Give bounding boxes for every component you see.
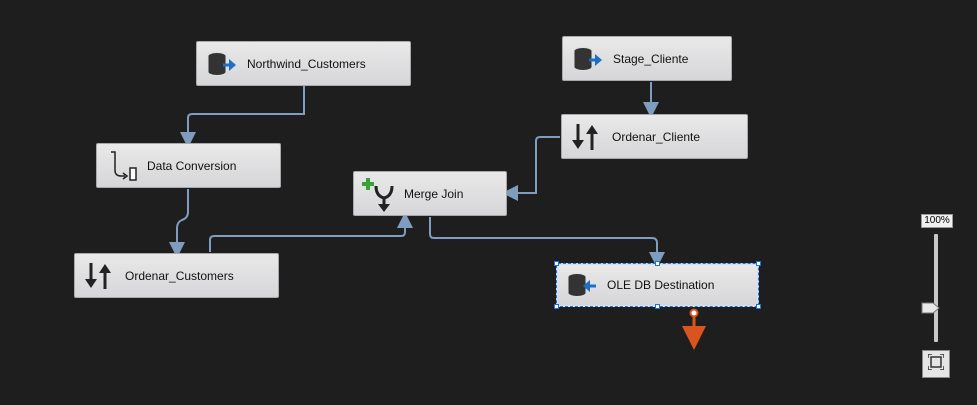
resize-handle-top[interactable] xyxy=(655,261,660,266)
node-stage-cliente[interactable]: Stage_Cliente xyxy=(562,36,732,81)
error-output-connector[interactable] xyxy=(689,308,699,318)
node-label: Stage_Cliente xyxy=(613,51,689,66)
path-conversion-to-ordenar-customers[interactable] xyxy=(169,189,189,258)
db-source-icon xyxy=(567,39,607,79)
node-label: Northwind_Customers xyxy=(247,56,366,71)
node-northwind-customers[interactable]: Northwind_Customers xyxy=(196,41,411,86)
db-source-icon xyxy=(201,44,241,84)
node-ordenar-customers[interactable]: Ordenar_Customers xyxy=(74,253,279,298)
node-ole-db-destination[interactable]: OLE DB Destination xyxy=(554,261,761,309)
merge-join-icon xyxy=(358,174,398,214)
node-label: Ordenar_Cliente xyxy=(612,129,701,144)
sort-icon xyxy=(566,117,606,157)
resize-handle-bottom-right[interactable] xyxy=(756,304,761,309)
node-data-conversion[interactable]: Data Conversion xyxy=(96,143,281,188)
data-conversion-icon xyxy=(101,146,141,186)
node-merge-join[interactable]: Merge Join xyxy=(353,171,507,216)
node-label: Ordenar_Customers xyxy=(125,268,234,283)
db-destination-icon xyxy=(561,265,601,305)
fit-to-window-icon xyxy=(927,352,945,375)
node-label: Data Conversion xyxy=(147,158,237,173)
path-ordenar-customers-to-merge[interactable] xyxy=(209,212,413,252)
zoom-control: 100% xyxy=(918,212,956,382)
path-merge-to-destination[interactable] xyxy=(429,217,665,268)
node-label: OLE DB Destination xyxy=(607,278,715,292)
fit-to-window-button[interactable] xyxy=(922,350,950,378)
node-ordenar-cliente[interactable]: Ordenar_Cliente xyxy=(561,114,748,159)
resize-handle-top-left[interactable] xyxy=(554,261,559,266)
path-ordenar-cliente-to-merge[interactable] xyxy=(502,136,560,201)
zoom-slider-track[interactable] xyxy=(934,234,938,342)
resize-handle-top-right[interactable] xyxy=(756,261,761,266)
path-northwind-to-conversion[interactable] xyxy=(180,86,305,148)
resize-handle-bottom-left[interactable] xyxy=(554,304,559,309)
node-label: Merge Join xyxy=(404,186,464,201)
resize-handle-bottom[interactable] xyxy=(655,304,660,309)
sort-icon xyxy=(79,256,119,296)
zoom-slider-thumb[interactable] xyxy=(921,301,941,314)
zoom-level-label: 100% xyxy=(921,214,953,228)
